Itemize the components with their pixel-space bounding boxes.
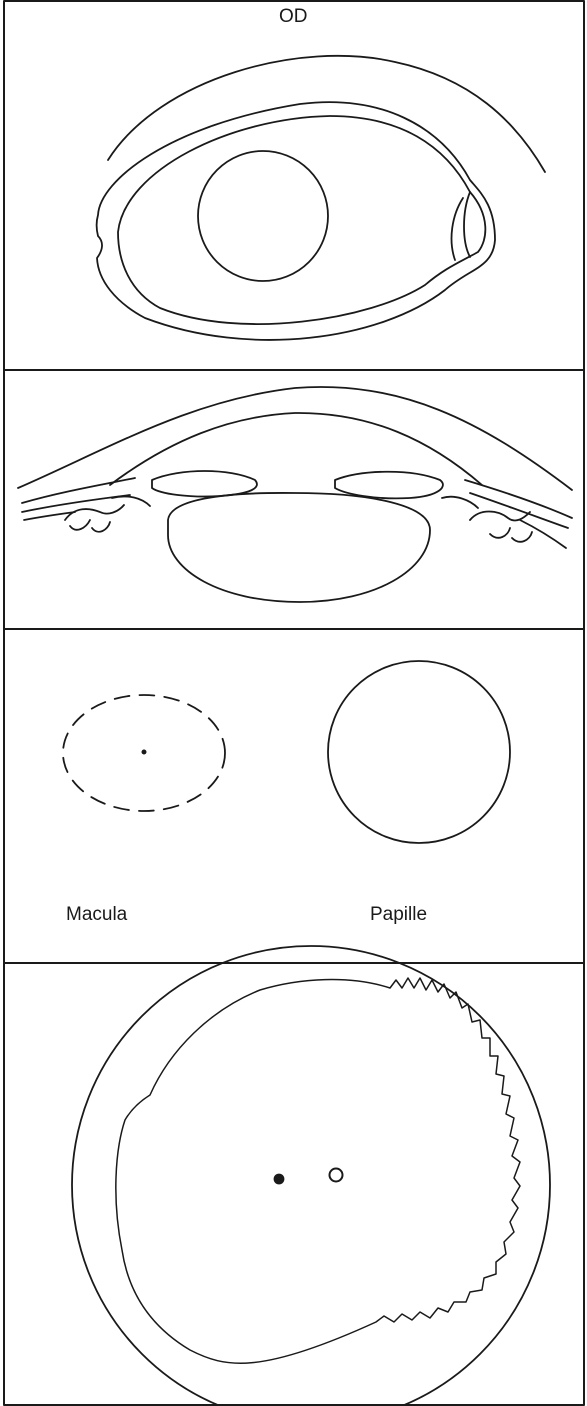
caruncle-arc-1 bbox=[452, 198, 463, 260]
external-eye-drawing bbox=[97, 56, 546, 340]
inner-lid-margin bbox=[118, 116, 485, 324]
fundus-outer-circle bbox=[72, 946, 550, 1406]
fundus-macula-dot bbox=[275, 1175, 284, 1184]
iris-left-section bbox=[152, 471, 257, 497]
fundus-papilla-ring bbox=[330, 1169, 343, 1182]
fundus-map-drawing bbox=[72, 946, 550, 1406]
cornea-inner-curve bbox=[110, 413, 482, 485]
fovea-dot bbox=[142, 750, 145, 753]
papilla-circle bbox=[328, 661, 510, 843]
outer-lid-margin bbox=[97, 102, 496, 340]
macula-papilla-drawing bbox=[63, 661, 510, 843]
caruncle-arc-2 bbox=[464, 192, 470, 257]
cornea-outer-curve bbox=[18, 387, 572, 490]
upper-lid-crease bbox=[108, 56, 545, 172]
outer-frame bbox=[4, 1, 584, 1405]
anterior-segment-drawing bbox=[18, 387, 572, 602]
iris-circle bbox=[198, 151, 328, 281]
sclera-left-1 bbox=[22, 478, 135, 503]
ciliary-body-right bbox=[442, 497, 532, 542]
papilla-label: Papille bbox=[370, 904, 427, 926]
macula-label: Macula bbox=[66, 904, 127, 926]
lens-outline bbox=[168, 493, 430, 602]
retina-boundary-outline bbox=[116, 978, 520, 1363]
iris-right-section bbox=[335, 472, 443, 499]
eye-side-label: OD bbox=[279, 6, 308, 28]
